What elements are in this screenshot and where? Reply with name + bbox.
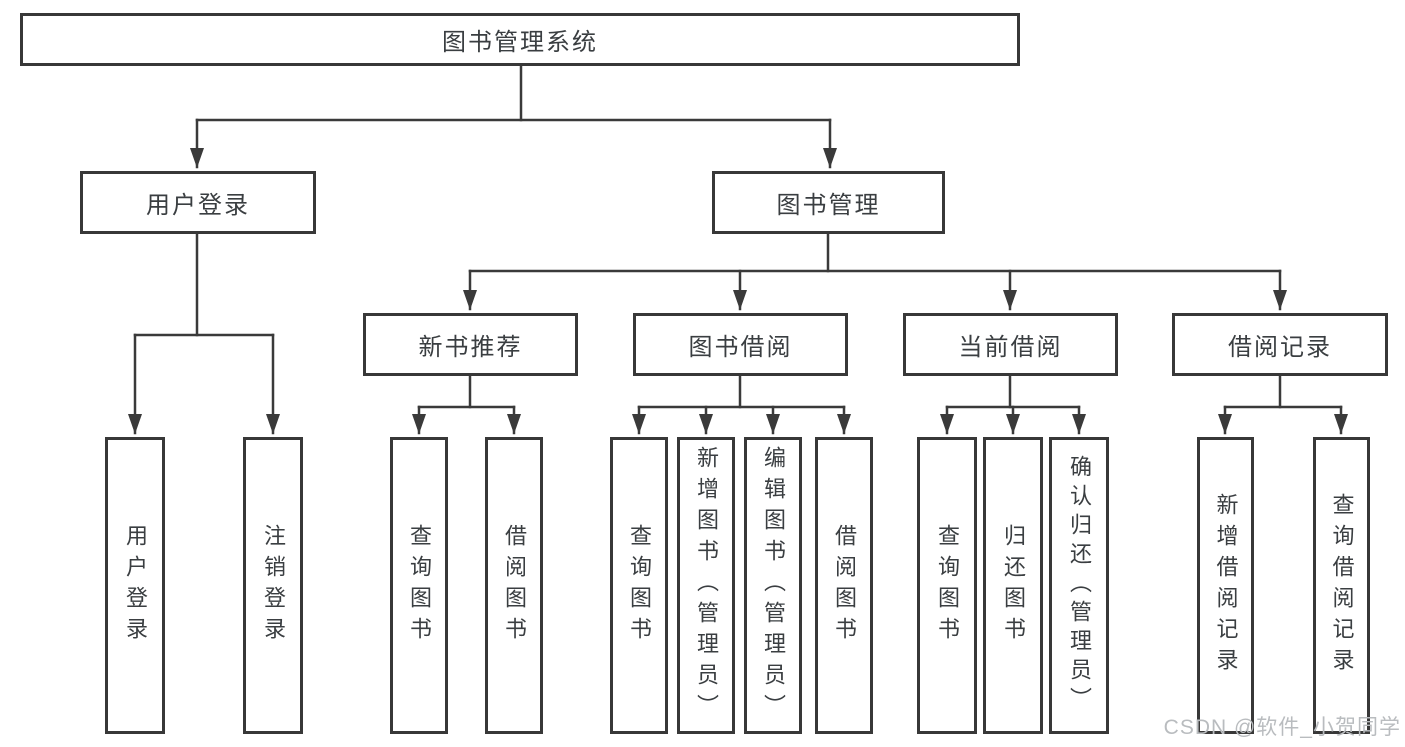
leaf-recommend-query-books: 查询图书 [390,437,448,734]
csdn-watermark: CSDN @软件_小贺同学 [1163,716,1401,739]
leaf-current-return-books: 归还图书 [983,437,1043,734]
node-current-borrowing: 当前借阅 [903,313,1118,376]
node-book-borrowing: 图书借阅 [633,313,848,376]
node-borrowing-records: 借阅记录 [1172,313,1388,376]
leaf-records-query-record: 查询借阅记录 [1313,437,1370,734]
node-user-login-branch: 用户登录 [80,171,316,234]
leaf-recommend-borrow-books: 借阅图书 [485,437,543,734]
leaf-records-add-record: 新增借阅记录 [1197,437,1254,734]
leaf-borrowing-add-books-admin: 新增图书（管理员） [677,437,735,734]
leaf-borrowing-edit-books-admin: 编辑图书（管理员） [744,437,802,734]
leaf-borrowing-query-books: 查询图书 [610,437,668,734]
leaf-current-query-books: 查询图书 [917,437,977,734]
leaf-current-confirm-return-admin: 确认归还（管理员） [1049,437,1109,734]
node-new-book-recommend: 新书推荐 [363,313,578,376]
node-book-management: 图书管理 [712,171,945,234]
node-book-management-system: 图书管理系统 [20,13,1020,66]
leaf-user-login: 用户登录 [105,437,165,734]
leaf-logout: 注销登录 [243,437,303,734]
leaf-borrowing-borrow-books: 借阅图书 [815,437,873,734]
